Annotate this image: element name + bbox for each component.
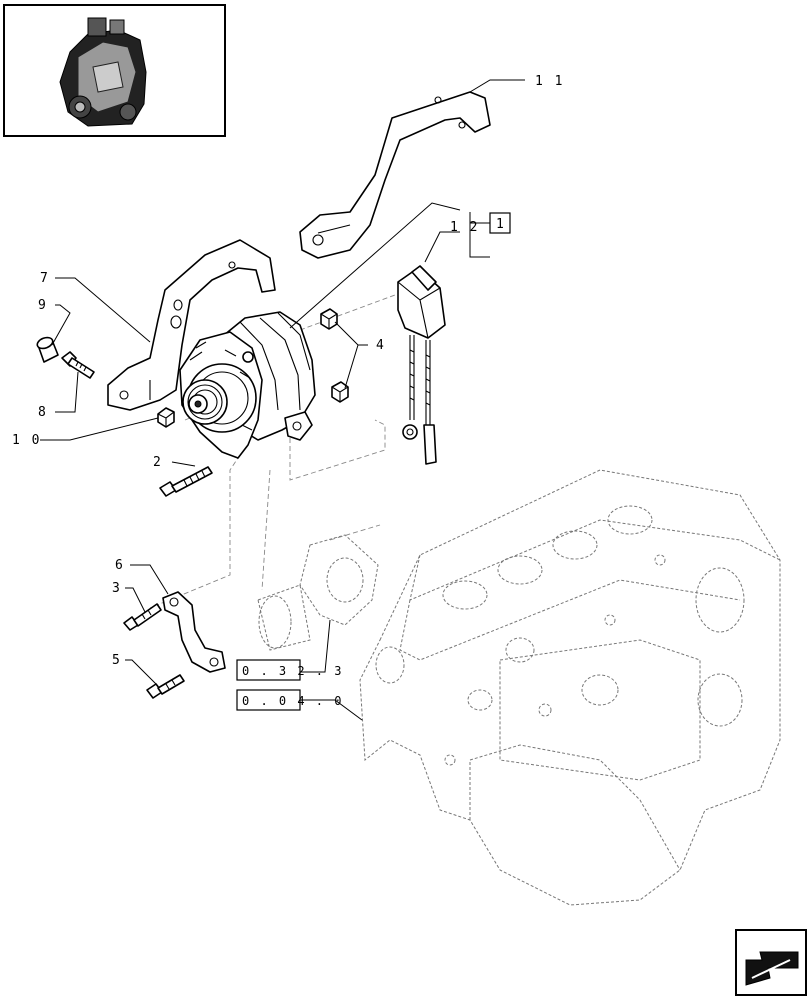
reference-engine-block-label: 0 . 0 4 . 0 bbox=[242, 694, 343, 708]
leader-lines bbox=[40, 79, 525, 721]
sensor-12 bbox=[397, 265, 446, 465]
spacer-9 bbox=[36, 336, 59, 363]
callout-10: 1 0 bbox=[12, 433, 41, 448]
callout-9: 9 bbox=[38, 298, 48, 313]
callout-1: 1 bbox=[496, 217, 506, 232]
callout-2: 2 bbox=[153, 455, 163, 470]
callout-8: 8 bbox=[38, 405, 48, 420]
callout-6: 6 bbox=[115, 558, 125, 573]
alternator bbox=[179, 311, 316, 459]
water-pump-housing-outline bbox=[257, 534, 379, 651]
callout-5: 5 bbox=[112, 653, 122, 668]
callout-4: 4 bbox=[376, 338, 386, 353]
callout-11: 1 1 bbox=[535, 74, 564, 89]
callout-1-box: 1 bbox=[489, 212, 511, 234]
bracket-11 bbox=[299, 91, 491, 259]
link-plate-6 bbox=[162, 591, 226, 673]
callout-12: 1 2 bbox=[450, 220, 479, 235]
callout-3: 3 bbox=[112, 581, 122, 596]
reference-water-pump[interactable]: 0 . 3 2 . 3 bbox=[236, 659, 343, 681]
reference-engine-block[interactable]: 0 . 0 4 . 0 bbox=[236, 689, 343, 711]
bolt-3 bbox=[123, 603, 162, 631]
previous-page-arrow-icon[interactable] bbox=[735, 929, 807, 996]
engine-thumbnail-icon bbox=[3, 4, 226, 137]
nut-4a bbox=[320, 308, 338, 330]
nut-10 bbox=[157, 407, 175, 428]
reference-water-pump-label: 0 . 3 2 . 3 bbox=[242, 664, 343, 678]
callout-7: 7 bbox=[40, 271, 50, 286]
bracket-7 bbox=[107, 239, 276, 411]
nut-4b bbox=[331, 381, 349, 403]
bolt-2 bbox=[159, 466, 213, 497]
bolt-5 bbox=[146, 674, 185, 699]
engine-block-outline bbox=[359, 469, 781, 906]
bolt-8 bbox=[61, 351, 95, 379]
